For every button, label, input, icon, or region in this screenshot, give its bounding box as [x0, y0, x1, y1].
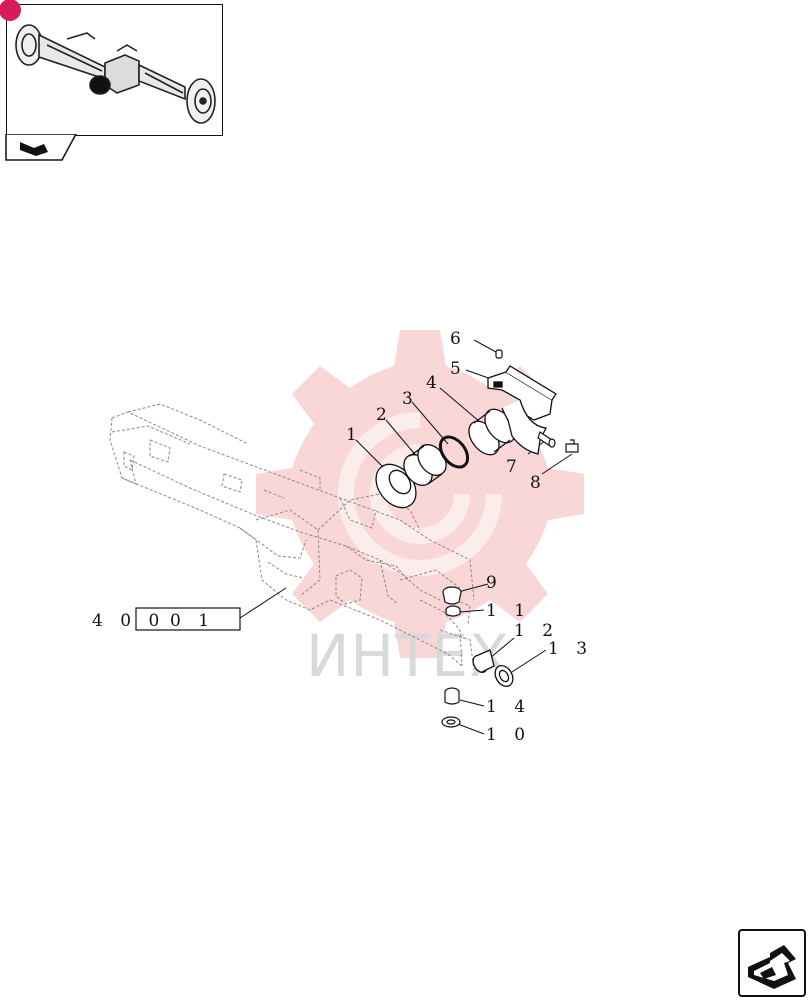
reference-label-item: 0 1 — [170, 611, 215, 631]
reference-label-group: 4 0 0 — [92, 611, 165, 631]
part-3-o-ring — [438, 435, 470, 469]
watermark-gear-logo — [256, 330, 584, 658]
part-10-washer — [441, 716, 461, 728]
part-11-bushing — [445, 605, 461, 617]
callout-2: 2 — [376, 405, 393, 425]
callout-8: 8 — [530, 473, 547, 493]
part-1-thrust-washer — [375, 463, 417, 509]
callout-14: 1 4 — [486, 697, 531, 717]
page-badge — [0, 0, 21, 21]
callout-5: 5 — [450, 359, 467, 379]
part-5-support-bracket — [487, 365, 557, 455]
callout-13: 1 3 — [548, 639, 593, 659]
callout-3: 3 — [402, 389, 419, 409]
callout-6: 6 — [450, 329, 467, 349]
part-6-plug — [495, 349, 503, 359]
next-page-arrow-icon — [748, 945, 796, 989]
callout-4: 4 — [426, 373, 443, 393]
part-12-pin — [472, 649, 495, 674]
part-13-washer — [494, 665, 514, 687]
axle-thumbnail-frame — [0, 0, 223, 136]
callout-9: 9 — [486, 573, 503, 593]
part-9-cap — [442, 586, 462, 605]
part-8-grease-fitting — [565, 439, 579, 453]
callout-10: 1 0 — [486, 725, 531, 745]
axle-housing-outline — [109, 403, 475, 671]
next-page-button[interactable] — [738, 929, 806, 997]
part-14-bushing — [444, 687, 460, 705]
callout-1: 1 — [346, 425, 363, 445]
part-2-bushing — [403, 444, 447, 486]
callout-7: 7 — [506, 457, 523, 477]
part-7-screw — [537, 431, 556, 448]
callout-12: 1 2 — [514, 621, 559, 641]
reference-box[interactable] — [135, 607, 241, 631]
axle-thumbnail-icon — [15, 24, 216, 124]
previous-page-arrow-icon[interactable] — [0, 134, 80, 162]
callout-11: 1 1 — [486, 601, 531, 621]
